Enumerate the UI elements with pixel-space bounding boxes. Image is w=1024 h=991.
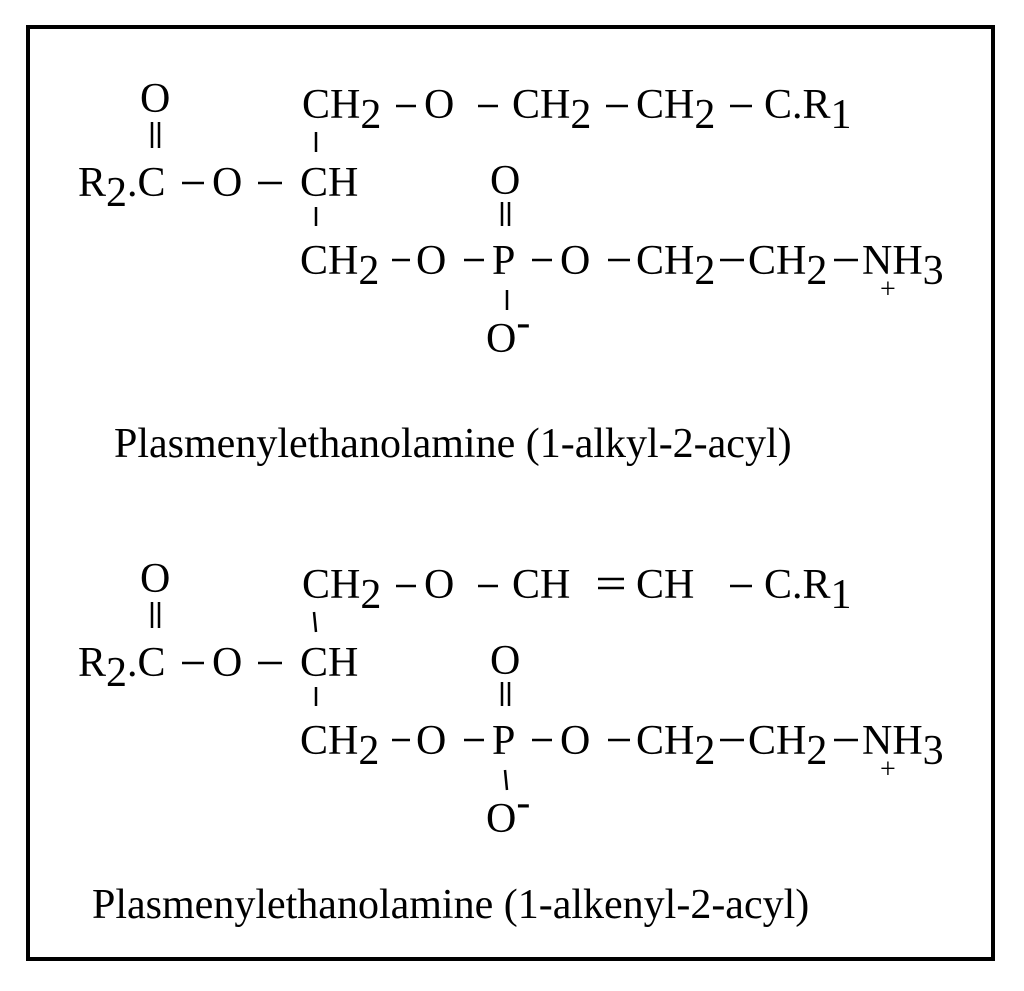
phosphoryl-oxygen: O: [490, 638, 520, 684]
caption-alkyl-acyl: Plasmenylethanolamine (1-alkyl-2-acyl): [114, 421, 792, 467]
ether-oxygen: O: [424, 82, 454, 128]
glycerol-phosphate-oxygen: O: [416, 718, 446, 764]
ammonium-charge: +: [880, 754, 896, 785]
ethanolamine-ch2-2: CH2: [748, 238, 827, 294]
phosphorus: P: [492, 238, 515, 284]
structure-alkyl-acyl: O R2.C O CH2 CH CH2 O CH2 CH2 C.R1 O O P…: [78, 76, 944, 467]
phosphoryl-oxygen: O: [490, 158, 520, 204]
chain-c-r1: C.R1: [764, 562, 852, 618]
ethanolamine-oxygen: O: [560, 238, 590, 284]
r2-group: R2.C: [78, 160, 166, 216]
caption-alkenyl-acyl: Plasmenylethanolamine (1-alkenyl-2-acyl): [92, 882, 809, 928]
ethanolamine-ch2-2: CH2: [748, 718, 827, 774]
chain-ch-b: CH: [636, 562, 694, 608]
chain-c-r1: C.R1: [764, 82, 852, 138]
phosphorus: P: [492, 718, 515, 764]
glycerol-phosphate-oxygen: O: [416, 238, 446, 284]
ester-oxygen: O: [212, 640, 242, 686]
ammonium-group: NH3: [862, 718, 944, 774]
bond-p-o-minus: [503, 769, 509, 791]
chain-ch2-a: CH2: [512, 82, 591, 138]
ethanolamine-ch2-1: CH2: [636, 238, 715, 294]
carbonyl-oxygen: O: [140, 76, 170, 122]
glycerol-ch2-top: CH2: [302, 82, 381, 138]
glycerol-ch2-bottom: CH2: [300, 238, 379, 294]
diagram-frame: [26, 25, 995, 961]
bond-ch2-ch: [312, 611, 318, 633]
phosphate-anion-oxygen: O-: [486, 780, 530, 842]
carbonyl-oxygen: O: [140, 556, 170, 602]
glycerol-ch: CH: [300, 640, 358, 686]
chain-ch2-b: CH2: [636, 82, 715, 138]
ether-oxygen: O: [424, 562, 454, 608]
ester-oxygen: O: [212, 160, 242, 206]
glycerol-ch2-top: CH2: [302, 562, 381, 618]
ethanolamine-oxygen: O: [560, 718, 590, 764]
phosphate-anion-oxygen: O-: [486, 300, 530, 362]
ammonium-group: NH3: [862, 238, 944, 294]
glycerol-ch: CH: [300, 160, 358, 206]
r2-group: R2.C: [78, 640, 166, 696]
glycerol-ch2-bottom: CH2: [300, 718, 379, 774]
ethanolamine-ch2-1: CH2: [636, 718, 715, 774]
structure-alkenyl-acyl: O R2.C O CH2 CH CH2 O CH CH C.R1 O O P O…: [78, 556, 944, 928]
chain-ch-a: CH: [512, 562, 570, 608]
ammonium-charge: +: [880, 274, 896, 305]
